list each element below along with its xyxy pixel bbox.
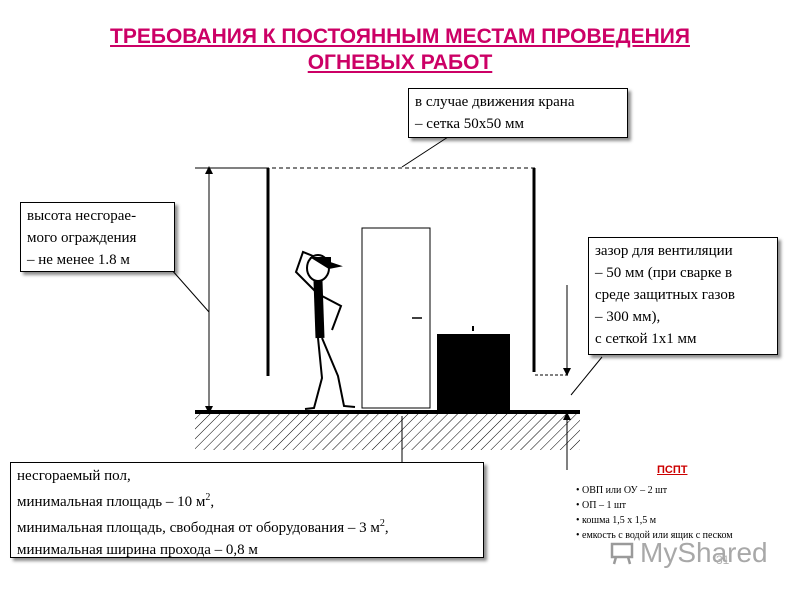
floor-line-3: минимальная площадь, свободная от оборуд… (17, 518, 389, 536)
pspt-item: кошма 1,5 х 1,5 м (576, 513, 733, 528)
page-number: 31 (716, 553, 730, 567)
equipment-box (437, 334, 510, 412)
floor-hatch (195, 413, 580, 450)
title-line-1: ТРЕБОВАНИЯ К ПОСТОЯННЫМ МЕСТАМ ПРОВЕДЕНИ… (110, 25, 690, 48)
gap-pointer (570, 356, 603, 396)
gap-callout-line: зазор для вентиляции (595, 243, 733, 259)
floor-line-4: минимальная ширина прохода – 0,8 м (17, 542, 258, 558)
gap-callout-line: с сеткой 1x1 мм (595, 331, 697, 347)
crane-callout-line: – сетка 50x50 мм (415, 116, 525, 132)
worker-figure (294, 250, 356, 410)
gap-callout-line: – 300 мм), (595, 309, 661, 325)
crane-callout-line: в случае движения крана (415, 94, 575, 110)
height-callout-line: – не менее 1.8 м (27, 252, 130, 268)
title-line-2: ОГНЕВЫХ РАБОТ (307, 51, 493, 74)
pspt-title: ПСПТ (657, 464, 688, 476)
pspt-item: емкость с водой или ящик с песком (576, 528, 733, 543)
gap-callout-line: среде защитных газов (595, 287, 735, 303)
crane-pointer (401, 136, 449, 168)
gap-callout: зазор для вентиляции – 50 мм (при сварке… (588, 237, 778, 355)
height-callout: высота несгорае- мого ограждения – не ме… (20, 202, 175, 272)
floor-line-2: минимальная площадь – 10 м2, (17, 492, 215, 510)
floor-callout: несгораемый пол, минимальная площадь – 1… (10, 462, 484, 558)
height-pointer (170, 268, 210, 313)
pspt-item: ОВП или ОУ – 2 шт (576, 483, 733, 498)
floor-line-1: несгораемый пол, (17, 468, 131, 484)
pspt-item: ОП – 1 шт (576, 498, 733, 513)
crane-callout: в случае движения крана – сетка 50x50 мм (408, 88, 628, 138)
watermark-logo-icon (610, 542, 634, 565)
height-callout-line: высота несгорае- (27, 208, 137, 224)
gap-callout-line: – 50 мм (при сварке в (595, 265, 733, 281)
pspt-list: ОВП или ОУ – 2 шт ОП – 1 шт кошма 1,5 х … (576, 483, 733, 543)
watermark-text: MyShared (640, 537, 768, 568)
height-callout-line: мого ограждения (27, 230, 137, 246)
